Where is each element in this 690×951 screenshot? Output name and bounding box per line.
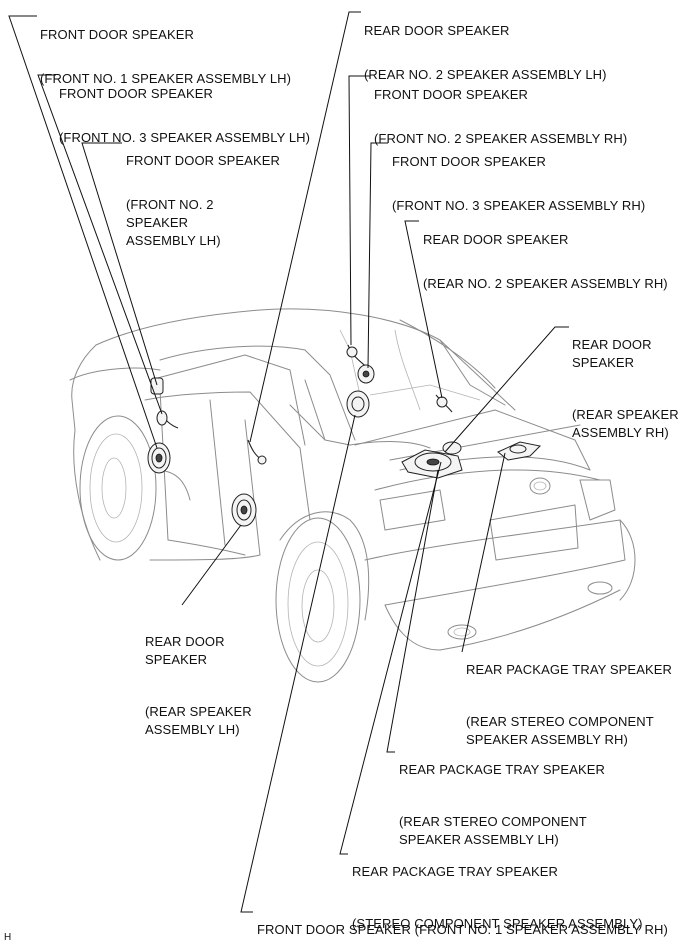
label-title: REAR PACKAGE TRAY SPEAKER (399, 762, 605, 777)
label-subtitle: (REAR SPEAKER ASSEMBLY RH) (572, 407, 679, 440)
speaker-rear-package-tray (401, 441, 463, 479)
label-title: FRONT DOOR SPEAKER (40, 27, 194, 42)
label-front-door-speaker-no1-rh: FRONT DOOR SPEAKER (FRONT NO. 1 SPEAKER … (257, 903, 668, 951)
label-title: FRONT DOOR SPEAKER (126, 153, 280, 168)
label-subtitle: (REAR STEREO COMPONENT SPEAKER ASSEMBLY … (466, 714, 654, 747)
label-subtitle: (REAR NO. 2 SPEAKER ASSEMBLY LH) (364, 67, 607, 82)
label-rear-package-tray-speaker-center: REAR PACKAGE TRAY SPEAKER (STEREO COMPON… (352, 845, 643, 951)
label-front-door-speaker-no2-lh: FRONT DOOR SPEAKER (FRONT NO. 2 SPEAKER … (126, 134, 280, 268)
label-subtitle: (FRONT NO. 1 SPEAKER ASSEMBLY LH) (40, 71, 292, 86)
speaker-rear-no2-lh (247, 439, 267, 465)
label-front-door-speaker-no1-lh: FRONT DOOR SPEAKER (FRONT NO. 1 SPEAKER … (40, 8, 291, 106)
label-front-door-speaker-no3-rh: FRONT DOOR SPEAKER (FRONT NO. 3 SPEAKER … (392, 135, 645, 233)
speaker-front-no2-rh (346, 344, 369, 369)
label-rear-package-tray-speaker-lh: REAR PACKAGE TRAY SPEAKER (REAR STEREO C… (399, 743, 605, 867)
speaker-front-no3-rh (357, 364, 375, 384)
label-title: FRONT DOOR SPEAKER (FRONT NO. 1 SPEAKER … (257, 922, 668, 937)
label-front-door-speaker-no3-lh: FRONT DOOR SPEAKER (FRONT NO. 3 SPEAKER … (59, 67, 310, 165)
label-front-door-speaker-no2-rh: FRONT DOOR SPEAKER (FRONT NO. 2 SPEAKER … (374, 68, 627, 166)
speaker-front-no2-lh (150, 377, 164, 395)
label-title: REAR DOOR SPEAKER (423, 232, 569, 247)
label-subtitle: (FRONT NO. 2 SPEAKER ASSEMBLY LH) (126, 197, 221, 248)
label-subtitle: (REAR STEREO COMPONENT SPEAKER ASSEMBLY … (399, 814, 587, 847)
label-rear-door-speaker-no2-rh: REAR DOOR SPEAKER (REAR NO. 2 SPEAKER AS… (423, 213, 668, 311)
label-subtitle: (REAR SPEAKER ASSEMBLY LH) (145, 704, 252, 737)
corner-mark: H (4, 932, 12, 943)
speaker-rear-package-tray-rh (497, 441, 542, 461)
label-title: REAR DOOR SPEAKER (364, 23, 510, 38)
speaker-front-no1-rh (346, 390, 370, 418)
leader-lines (8, 11, 569, 913)
label-title: FRONT DOOR SPEAKER (59, 86, 213, 101)
label-title: REAR DOOR SPEAKER (572, 337, 652, 370)
label-title: FRONT DOOR SPEAKER (392, 154, 546, 169)
label-rear-package-tray-speaker-rh: REAR PACKAGE TRAY SPEAKER (REAR STEREO C… (466, 643, 672, 767)
label-rear-door-speaker-no2-lh: REAR DOOR SPEAKER (REAR NO. 2 SPEAKER AS… (364, 4, 607, 102)
label-rear-door-speaker-lh: REAR DOOR SPEAKER (REAR SPEAKER ASSEMBLY… (145, 615, 252, 757)
label-subtitle: (FRONT NO. 3 SPEAKER ASSEMBLY LH) (59, 130, 311, 145)
label-title: REAR PACKAGE TRAY SPEAKER (466, 662, 672, 677)
label-title: REAR DOOR SPEAKER (145, 634, 225, 667)
label-subtitle: (REAR NO. 2 SPEAKER ASSEMBLY RH) (423, 276, 668, 291)
label-subtitle: (STEREO COMPONENT SPEAKER ASSEMBLY) (352, 916, 643, 931)
label-title: FRONT DOOR SPEAKER (374, 87, 528, 102)
label-title: REAR PACKAGE TRAY SPEAKER (352, 864, 558, 879)
speaker-rear-lh (231, 493, 257, 527)
label-subtitle: (FRONT NO. 3 SPEAKER ASSEMBLY RH) (392, 198, 646, 213)
speaker-rear-no2-rh (435, 394, 453, 413)
speaker-front-no1-lh (147, 442, 171, 474)
speaker-front-no3-lh (156, 410, 179, 429)
label-subtitle: (FRONT NO. 2 SPEAKER ASSEMBLY RH) (374, 131, 628, 146)
label-rear-door-speaker-rh: REAR DOOR SPEAKER (REAR SPEAKER ASSEMBLY… (572, 318, 679, 460)
car-body (69, 308, 636, 683)
